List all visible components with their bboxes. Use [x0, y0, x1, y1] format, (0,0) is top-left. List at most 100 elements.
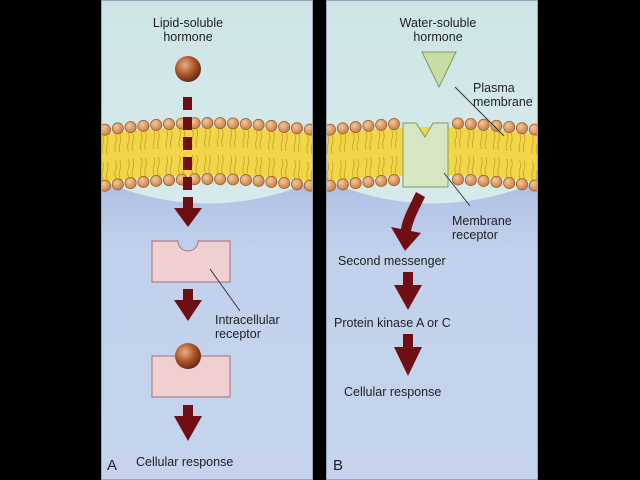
phospholipid-head — [528, 123, 537, 136]
lipid-tail — [280, 132, 284, 152]
phospholipid-head — [388, 174, 400, 187]
lipid-tail — [178, 129, 181, 148]
lipid-tail — [454, 155, 457, 174]
lipid-tail — [234, 155, 237, 174]
lipid-tail — [298, 160, 301, 179]
cellular-response-label-b: Cellular response — [344, 385, 442, 399]
lipid-tail — [365, 131, 368, 151]
phospholipid-head — [477, 118, 490, 131]
phospholipid-head — [227, 117, 239, 130]
lipid-tail — [377, 156, 381, 176]
lipid-tail — [535, 135, 537, 154]
lipid-tail — [191, 155, 194, 174]
bound-hormone-sphere-icon — [175, 343, 201, 369]
lipid-tail — [118, 134, 122, 153]
phospholipid-head — [349, 177, 362, 190]
lipid-tail — [390, 130, 393, 149]
water-hormone-triangle-icon — [421, 51, 457, 89]
lipid-tail — [306, 135, 309, 154]
phospholipid-head — [375, 175, 388, 187]
panel-a-lipid-soluble: Lipid-soluble hormone Intracellular rece… — [101, 0, 313, 480]
lipid-tail — [510, 158, 513, 178]
lipid-tail — [306, 161, 309, 180]
lipid-tail — [365, 157, 368, 177]
arrow-down-icon — [174, 197, 202, 227]
receptor-leader-line — [209, 268, 241, 312]
phospholipid-head — [239, 174, 252, 187]
lipid-tail — [352, 133, 355, 152]
lipid-tail — [272, 157, 275, 177]
lipid-tail — [144, 131, 147, 151]
lipid-tail — [106, 135, 109, 154]
lipid-tail — [467, 129, 470, 149]
step-second-messenger: Second messenger — [338, 254, 446, 268]
lipid-tail — [331, 161, 334, 180]
phospholipid-head — [214, 117, 227, 130]
lipid-tail — [157, 130, 160, 150]
lipid-tail — [285, 132, 288, 152]
lipid-tail — [114, 160, 117, 179]
phospholipid-head — [265, 119, 278, 132]
lipid-tail — [246, 155, 250, 175]
lipid-tail — [255, 156, 258, 176]
phospholipid-head — [464, 118, 477, 131]
lipid-tail — [204, 154, 207, 174]
panel-a-illustration — [102, 1, 312, 479]
phospholipid-head — [124, 121, 137, 134]
lipid-tail — [369, 131, 372, 151]
dashed-diffusion-arrow — [183, 97, 192, 190]
lipid-tail — [152, 130, 156, 150]
phospholipid-head — [303, 123, 312, 136]
arrow-down-icon — [394, 334, 422, 376]
lipid-tail — [144, 157, 147, 177]
lipid-tail — [170, 156, 173, 175]
lipid-tail — [382, 156, 385, 176]
lipid-tail — [484, 156, 487, 176]
lipid-tail — [259, 156, 262, 176]
lipid-tail — [356, 133, 359, 152]
phospholipid-head — [477, 174, 490, 187]
lipid-tail — [131, 133, 134, 152]
lipid-tail — [216, 129, 220, 148]
lipid-tail — [471, 129, 475, 149]
lipid-tail — [518, 134, 521, 153]
lipid-tail — [459, 129, 462, 148]
lipid-tail — [102, 135, 104, 154]
plasma-membrane-label: Plasma membrane — [473, 81, 533, 109]
phospholipid-head — [201, 117, 214, 129]
panel-b-water-soluble: Water-soluble hormone Plasma membrane Me… — [326, 0, 538, 480]
lipid-tail — [343, 134, 347, 153]
phospholipid-head — [102, 123, 111, 136]
membrane-receptor-label: Membrane receptor — [452, 214, 512, 242]
lipid-tail — [131, 159, 134, 178]
arrow-down-icon — [174, 405, 202, 441]
phospholipid-head — [291, 178, 303, 191]
lipid-tail — [195, 155, 198, 174]
lipid-tail — [510, 132, 513, 152]
lipid-tail — [531, 161, 534, 180]
phospholipid-head — [336, 178, 349, 191]
lipid-tail — [208, 154, 211, 174]
lipid-tail — [327, 135, 329, 154]
lipid-tail — [195, 129, 198, 148]
arrow-down-icon — [174, 289, 202, 321]
lipid-tail — [152, 156, 156, 176]
lipid-tail — [493, 131, 496, 151]
water-hormone-label: Water-soluble hormone — [399, 16, 477, 44]
phospholipid-head — [150, 119, 163, 131]
lipid-tail — [293, 160, 296, 179]
lipid-tail — [390, 156, 393, 175]
lipid-tail — [255, 130, 258, 150]
lipid-tail — [454, 129, 457, 148]
lipid-tail — [204, 128, 207, 148]
lipid-tail — [178, 155, 181, 174]
lipid-tail — [310, 135, 312, 154]
intracellular-receptor-label: Intracellular receptor — [215, 313, 280, 341]
phospholipid-head — [349, 121, 362, 134]
lipid-tail — [497, 157, 500, 177]
phospholipid-head — [362, 120, 375, 132]
lipid-tail — [140, 157, 143, 177]
lipid-tail — [280, 158, 284, 178]
phospholipid-head — [291, 122, 303, 135]
phospholipid-head — [137, 120, 150, 132]
